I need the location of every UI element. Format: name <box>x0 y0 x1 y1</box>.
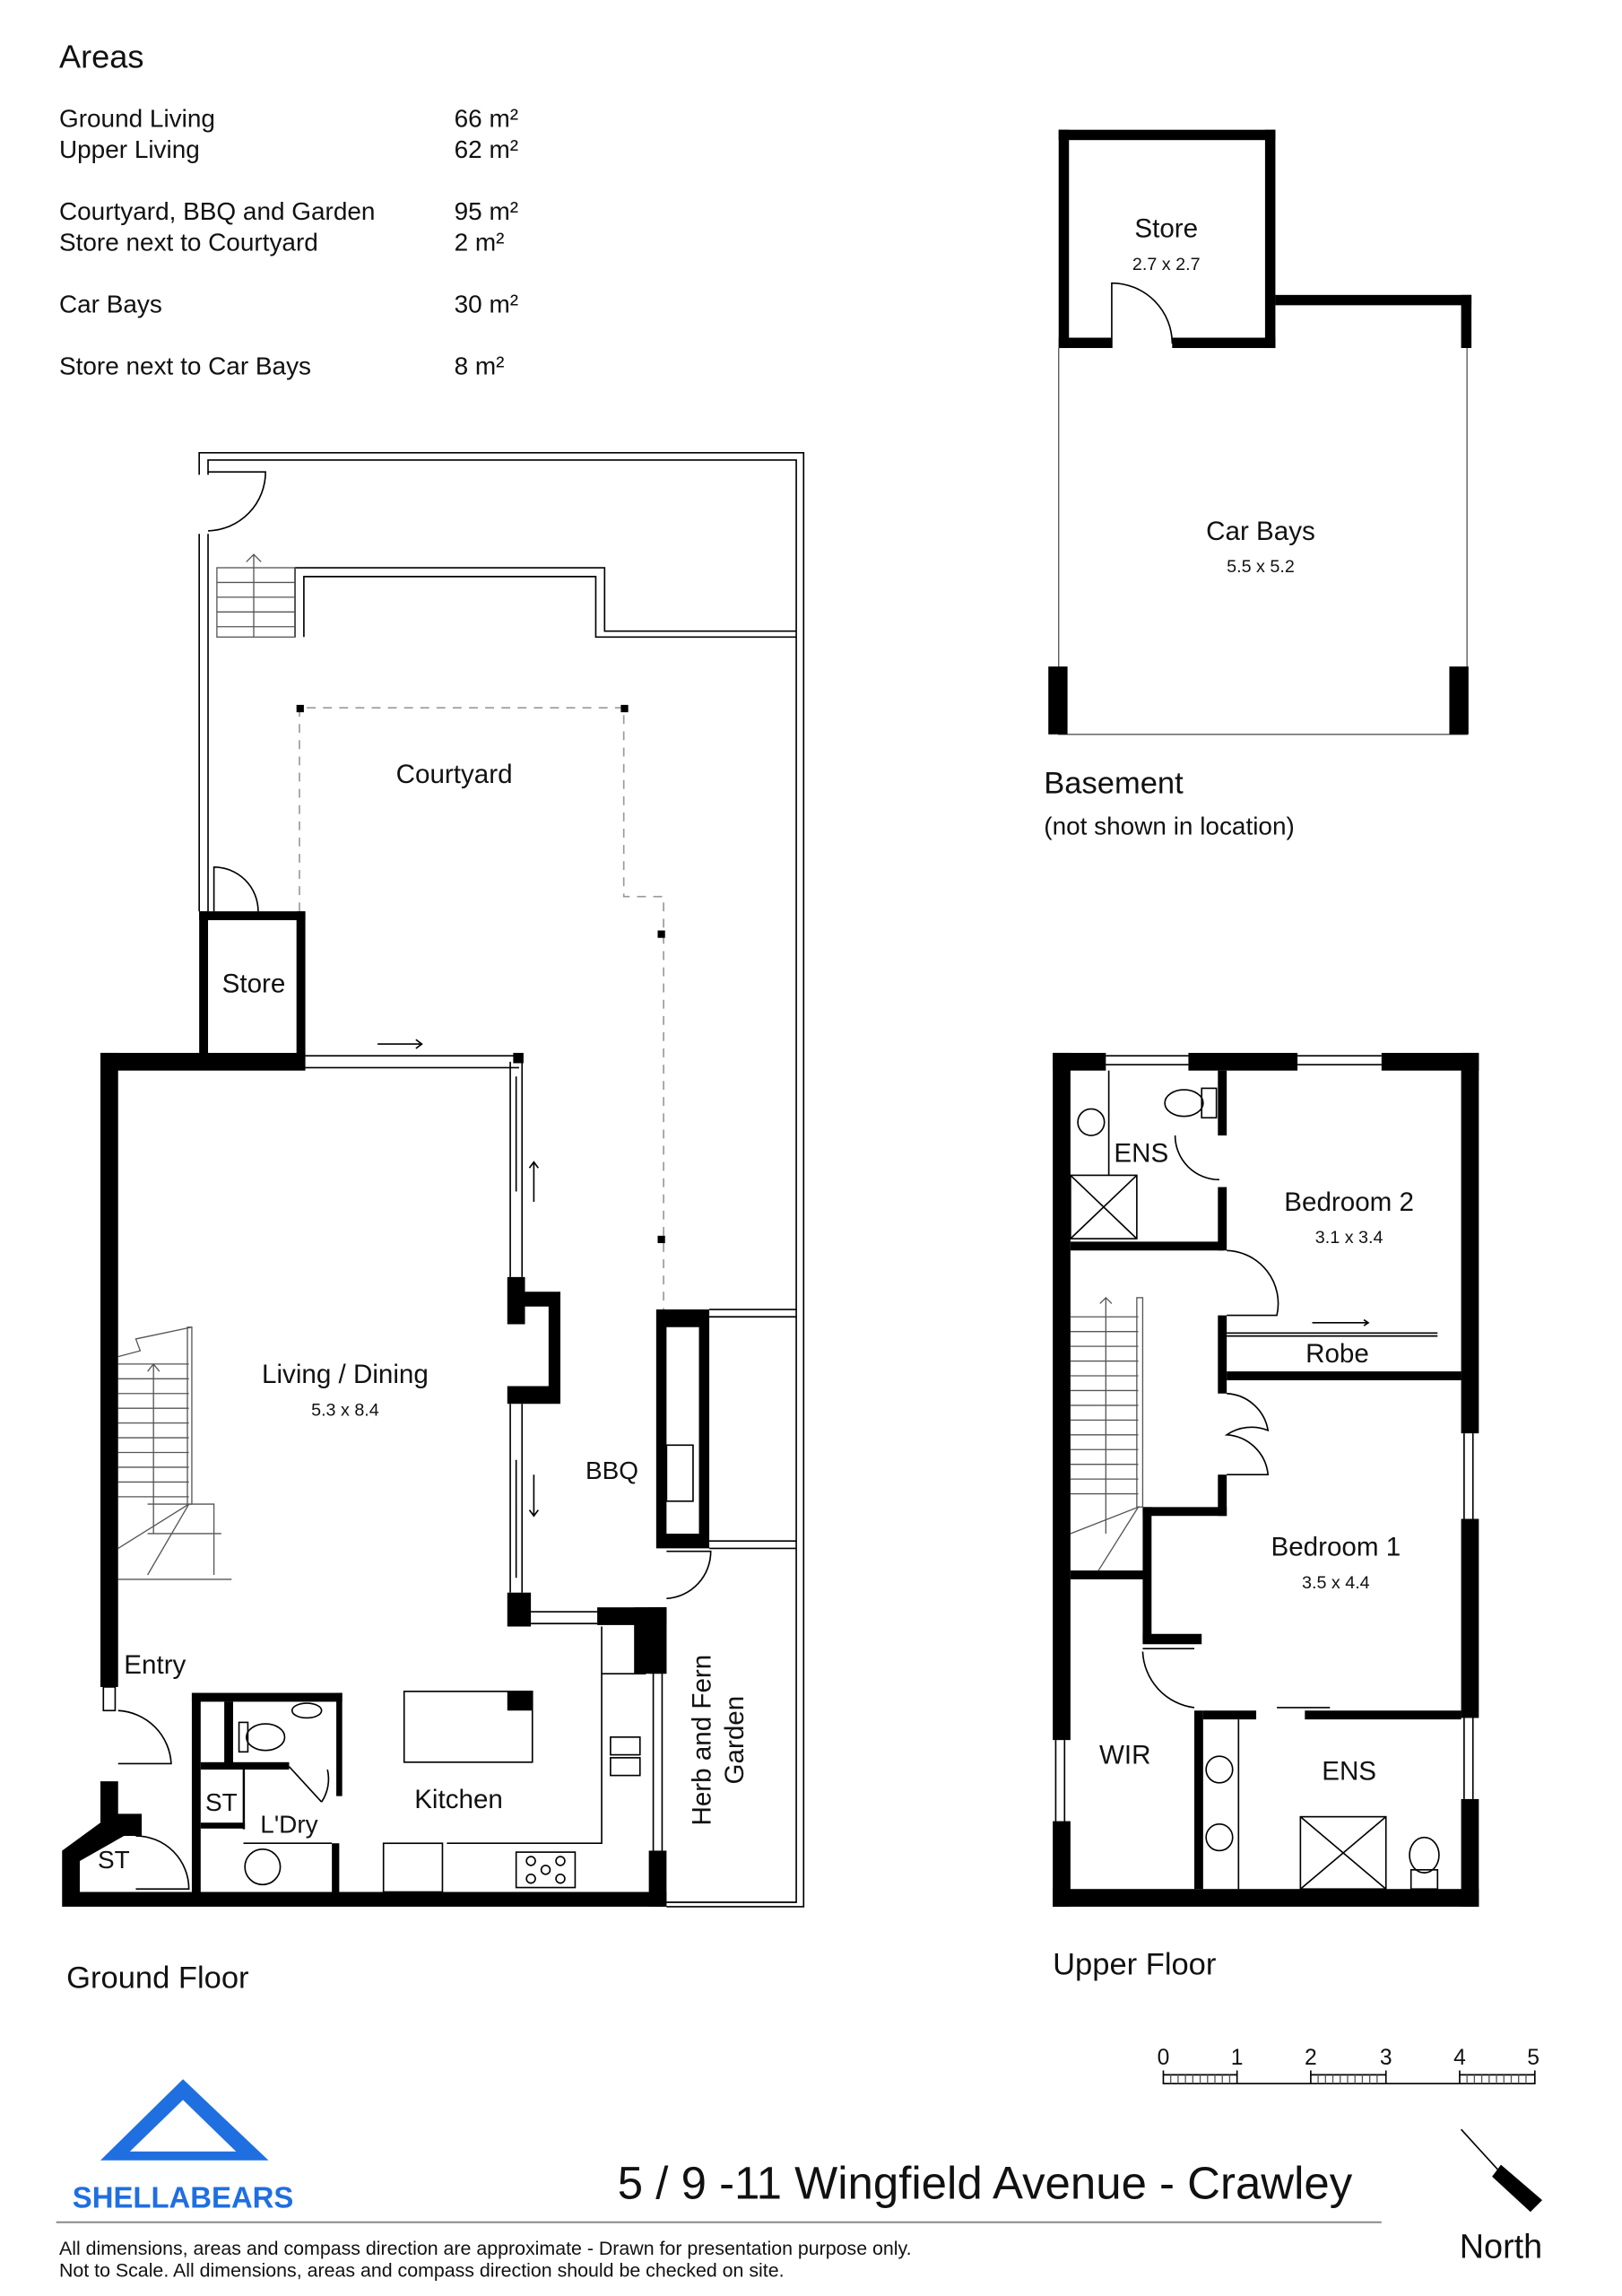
room-label-bedroom-2: Bedroom 2 <box>1284 1187 1414 1217</box>
room-label-courtyard: Courtyard <box>396 760 513 789</box>
area-label: Courtyard, BBQ and Garden <box>59 197 376 225</box>
shellabears-logo: SHELLABEARS <box>73 2079 294 2213</box>
area-label: Upper Living <box>59 135 200 163</box>
room-dims-car-bays: 5.5 x 5.2 <box>1227 557 1295 577</box>
upper-floor-title: Upper Floor <box>1053 1948 1216 1982</box>
room-label-st: ST <box>205 1788 238 1816</box>
disclaimer: All dimensions, areas and compass direct… <box>59 2238 912 2259</box>
room-label-garden: Herb and Fern <box>688 1655 717 1826</box>
basement-plan: Store 2.7 x 2.7 Car Bays 5.5 x 5.2 Basem… <box>1044 129 1472 840</box>
area-label: Store next to Car Bays <box>59 352 311 380</box>
property-address: 5 / 9 -11 Wingfield Avenue - Crawley <box>618 2157 1353 2208</box>
room-label-st: ST <box>98 1846 130 1874</box>
scale-tick-label: 5 <box>1527 2046 1540 2070</box>
room-label-bbq: BBQ <box>585 1457 638 1484</box>
area-label: Store next to Courtyard <box>59 229 318 257</box>
area-value: 8 m² <box>455 352 505 380</box>
room-dims-store: 2.7 x 2.7 <box>1132 255 1201 274</box>
room-label-robe: Robe <box>1305 1339 1369 1369</box>
brand-name: SHELLABEARS <box>73 2180 294 2213</box>
disclaimer: Not to Scale. All dimensions, areas and … <box>59 2260 785 2282</box>
scale-bar: 0 1 2 3 4 5 <box>1158 2046 1540 2085</box>
room-label-wir: WIR <box>1099 1740 1151 1770</box>
north-arrow-icon <box>1460 2128 1543 2213</box>
scale-tick-label: 3 <box>1380 2046 1392 2070</box>
area-value: 95 m² <box>455 197 518 225</box>
area-label: Car Bays <box>59 291 162 318</box>
scale-tick-label: 2 <box>1305 2046 1317 2070</box>
footer: SHELLABEARS 5 / 9 -11 Wingfield Avenue -… <box>56 2079 1543 2282</box>
area-value: 30 m² <box>455 291 518 318</box>
basement-note: (not shown in location) <box>1044 813 1295 840</box>
basement-title: Basement <box>1044 767 1184 801</box>
room-label-store: Store <box>222 970 286 999</box>
room-label-ens: ENS <box>1114 1139 1168 1169</box>
room-label-kitchen: Kitchen <box>414 1785 503 1814</box>
room-label-laundry: L'Dry <box>260 1811 317 1839</box>
ground-floor-plan: Courtyard Store Living / Dining 5.3 x 8.… <box>62 451 805 1995</box>
room-label-ens: ENS <box>1322 1757 1376 1787</box>
scale-tick-label: 4 <box>1453 2046 1466 2070</box>
areas-table: Areas Ground Living 66 m² Upper Living 6… <box>59 39 518 380</box>
area-value: 66 m² <box>455 104 518 132</box>
room-label-entry: Entry <box>124 1650 186 1680</box>
ground-floor-title: Ground Floor <box>66 1961 248 1995</box>
room-dims-bedroom-2: 3.1 x 3.4 <box>1315 1228 1383 1248</box>
room-dims-bedroom-1: 3.5 x 4.4 <box>1302 1573 1370 1593</box>
room-label-living-dining: Living / Dining <box>262 1360 429 1389</box>
room-label-garden: Garden <box>720 1696 750 1785</box>
area-label: Ground Living <box>59 104 215 132</box>
room-label-bedroom-1: Bedroom 1 <box>1271 1533 1401 1562</box>
scale-tick-label: 0 <box>1158 2046 1170 2070</box>
room-label-car-bays: Car Bays <box>1206 517 1315 546</box>
area-value: 2 m² <box>455 229 505 257</box>
room-label-store: Store <box>1134 214 1198 244</box>
areas-title: Areas <box>59 39 143 75</box>
north-label: North <box>1460 2228 1542 2266</box>
area-value: 62 m² <box>455 135 518 163</box>
upper-floor-plan: ENS Bedroom 2 3.1 x 3.4 Robe Bedroom 1 3… <box>1053 1052 1479 1982</box>
room-dims-living-dining: 5.3 x 8.4 <box>311 1400 379 1420</box>
scale-tick-label: 1 <box>1231 2046 1244 2070</box>
